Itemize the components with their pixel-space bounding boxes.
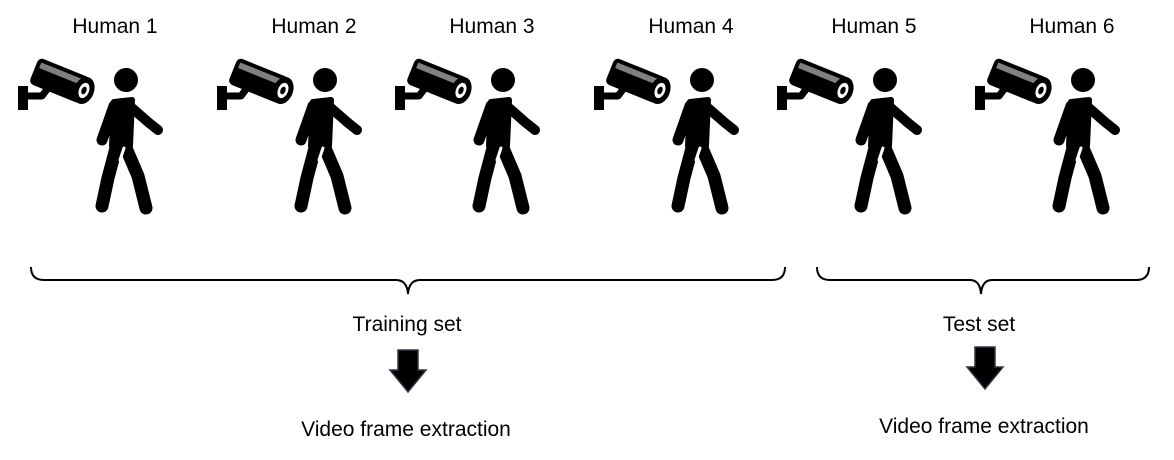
cctv-camera-icon — [594, 57, 674, 110]
human-label-3: Human 3 — [449, 15, 535, 38]
human-label-1: Human 1 — [72, 15, 158, 38]
test-set-label: Test set — [942, 313, 1016, 336]
training-set-label: Training set — [352, 313, 462, 336]
test-set-brace — [816, 266, 1150, 295]
walking-person-icon — [1059, 68, 1115, 208]
cctv-camera-icon — [395, 57, 475, 110]
down-arrow-icon — [389, 349, 427, 393]
human-label-5: Human 5 — [831, 15, 917, 38]
cctv-camera-icon — [18, 57, 98, 110]
walking-person-icon — [861, 68, 917, 208]
walking-person-icon — [479, 68, 535, 208]
human-label-6: Human 6 — [1029, 15, 1115, 38]
cctv-camera-icon — [217, 57, 297, 110]
cctv-camera-icon — [777, 57, 857, 110]
training-extraction-label: Video frame extraction — [301, 418, 511, 441]
test-extraction-label: Video frame extraction — [879, 415, 1089, 438]
walking-person-icon — [678, 68, 734, 208]
human-label-4: Human 4 — [648, 15, 734, 38]
human-label-2: Human 2 — [271, 15, 357, 38]
walking-person-icon — [301, 68, 357, 208]
down-arrow-icon — [966, 346, 1004, 390]
cctv-camera-icon — [975, 57, 1055, 110]
training-set-brace — [30, 266, 786, 295]
walking-person-icon — [102, 68, 158, 208]
